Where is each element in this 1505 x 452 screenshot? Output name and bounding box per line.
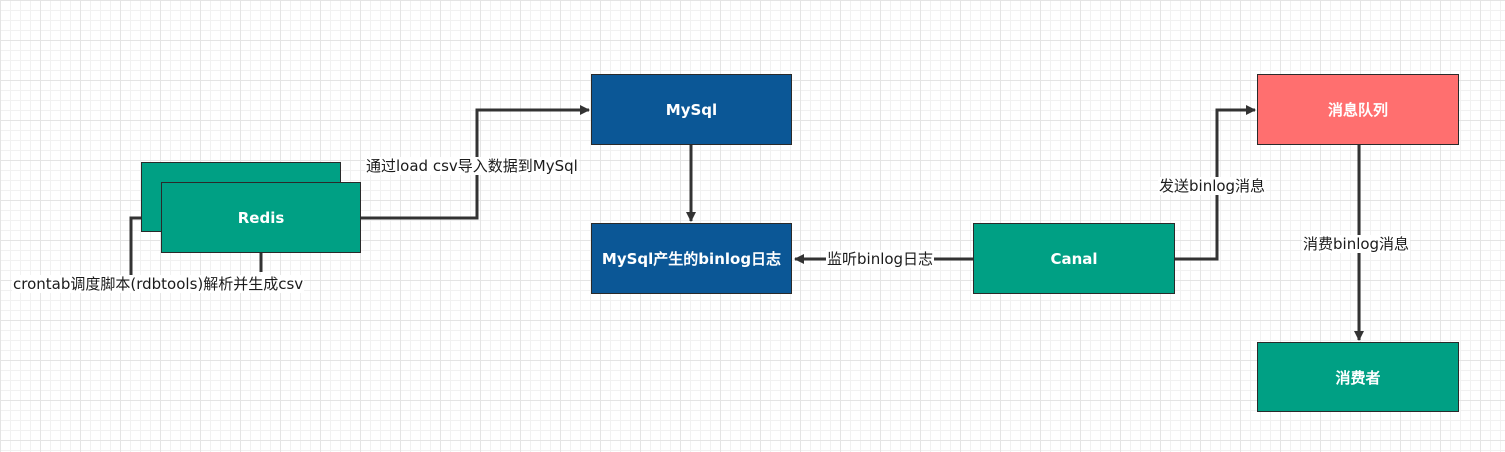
binlog-node[interactable]: MySql产生的binlog日志 bbox=[591, 223, 792, 294]
canal-node[interactable]: Canal bbox=[973, 223, 1175, 294]
consumer-node[interactable]: 消费者 bbox=[1257, 342, 1459, 412]
mysql-node[interactable]: MySql bbox=[591, 74, 792, 145]
canal-node-label: Canal bbox=[1050, 249, 1098, 268]
edge-label-send: 发送binlog消息 bbox=[1158, 177, 1267, 195]
mysql-node-label: MySql bbox=[665, 100, 718, 119]
redis-node[interactable]: Redis bbox=[161, 182, 361, 253]
mq-node[interactable]: 消息队列 bbox=[1257, 74, 1459, 145]
edge-label-crontab: crontab调度脚本(rdbtools)解析并生成csv bbox=[12, 275, 305, 293]
redis-node-label: Redis bbox=[237, 208, 285, 227]
binlog-node-label: MySql产生的binlog日志 bbox=[601, 250, 782, 268]
edge-label-listen: 监听binlog日志 bbox=[826, 250, 935, 268]
mq-node-label: 消息队列 bbox=[1327, 101, 1388, 119]
edge-label-consume: 消费binlog消息 bbox=[1302, 235, 1411, 253]
consumer-node-label: 消费者 bbox=[1335, 368, 1381, 387]
edge-label-load-csv: 通过load csv导入数据到MySql bbox=[365, 157, 579, 175]
